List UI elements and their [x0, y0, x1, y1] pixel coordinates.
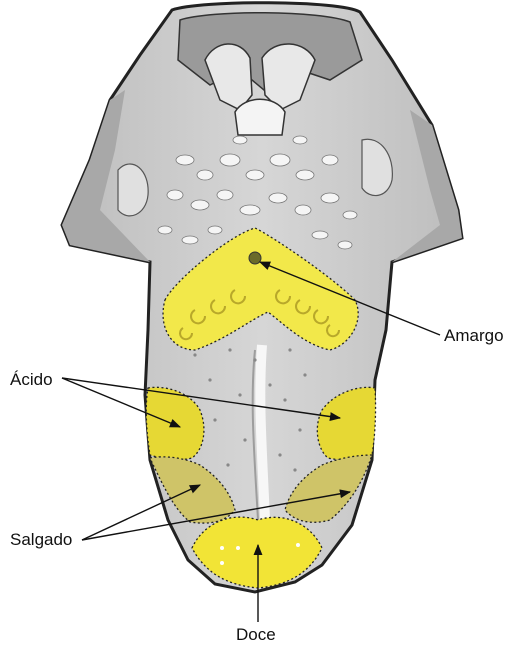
sour-label: Ácido — [10, 370, 53, 389]
salty-label: Salgado — [10, 530, 72, 549]
sweet-label: Doce — [236, 625, 276, 644]
bitter-zone-spot — [249, 252, 261, 264]
epiglottis-center — [235, 99, 285, 135]
bitter-label: Amargo — [444, 326, 504, 345]
median-groove — [260, 345, 265, 520]
